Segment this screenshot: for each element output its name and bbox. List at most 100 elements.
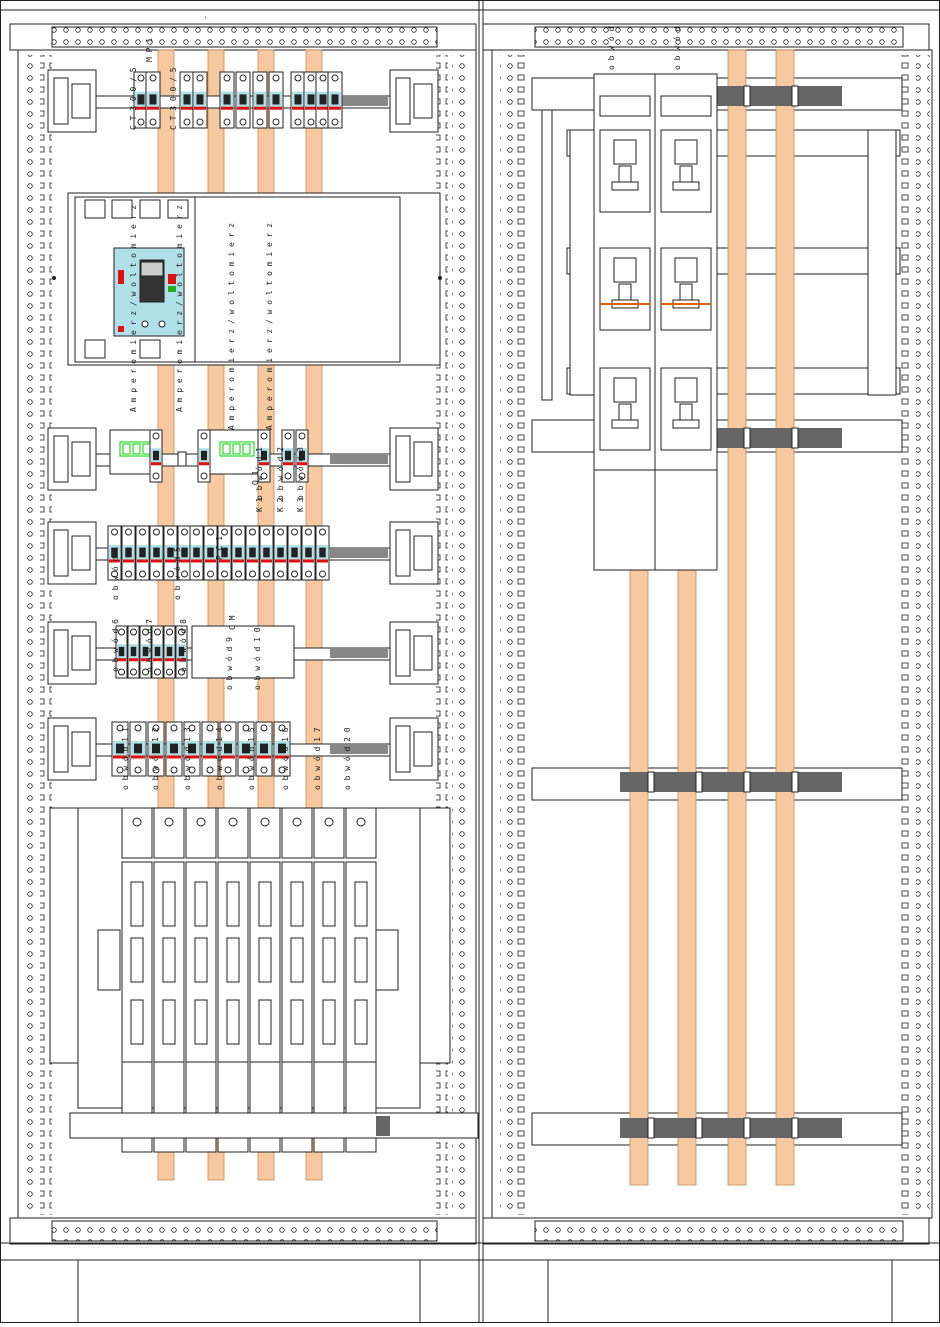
breaker-screw	[319, 74, 327, 82]
fuse-terminal-screw	[132, 817, 142, 827]
breaker-flag	[292, 106, 304, 110]
modular-breaker	[127, 625, 140, 679]
breaker-flag	[205, 559, 216, 563]
breaker-flag	[254, 106, 266, 110]
breaker-screw	[139, 570, 146, 578]
fuse-link-window	[290, 999, 304, 1045]
breaker-toggle	[305, 547, 312, 558]
clamp-slot	[647, 771, 655, 793]
right-fuse-disconnectors[interactable]	[593, 73, 718, 571]
modular-breaker	[287, 525, 302, 581]
breaker-flag	[131, 755, 145, 759]
fuse-element	[674, 139, 698, 165]
fuse-disconnector-base	[593, 469, 657, 571]
vertical-label: K 3	[296, 497, 305, 512]
breaker-screw	[249, 570, 256, 578]
breaker-screw	[130, 628, 137, 636]
breaker-toggle	[263, 547, 270, 558]
left-cubicle	[9, 23, 479, 1245]
breaker-flag	[283, 462, 293, 466]
fuse-top-terminal	[313, 807, 345, 859]
breaker-flag	[117, 658, 126, 662]
breaker-flag	[297, 462, 307, 466]
vertical-label: o b w ó d 6	[110, 619, 120, 672]
breaker-screw	[298, 472, 306, 480]
fuse-element	[613, 257, 637, 283]
rail-clamp-jaw	[395, 77, 411, 125]
breaker-screw	[206, 724, 214, 732]
breaker-screw	[256, 74, 264, 82]
rail-clamp-jaw	[53, 629, 69, 677]
breaker-screw	[181, 570, 188, 578]
din-row	[47, 717, 439, 781]
rail-clamp-jaw	[395, 725, 411, 773]
breaker-screw	[154, 628, 161, 636]
breaker-screw	[111, 528, 118, 536]
breaker-screw	[200, 432, 208, 440]
vertical-label: C M	[228, 615, 237, 630]
fuse-terminal-screw	[324, 817, 334, 827]
fuse-element-stem	[618, 283, 632, 301]
breaker-screw	[278, 766, 286, 774]
main-breaker[interactable]	[52, 192, 442, 366]
fuse-terminal-screw	[164, 817, 174, 827]
breaker-flag	[221, 755, 235, 759]
breaker-screw	[166, 628, 173, 636]
din-rail-shade	[330, 648, 388, 658]
breaker-toggle	[319, 94, 327, 105]
breaker-flag	[191, 559, 202, 563]
breaker-screw	[125, 570, 132, 578]
fuse-link-window	[354, 937, 368, 983]
fuse-element	[613, 139, 637, 165]
clamp-slot	[743, 427, 751, 449]
clamp-slot	[695, 1117, 703, 1139]
breaker-screw	[284, 432, 292, 440]
fuse-link-window	[226, 937, 240, 983]
breaker-toggle	[256, 94, 264, 105]
fuse-link-window	[322, 881, 336, 927]
breaker-screw	[305, 528, 312, 536]
modular-breaker	[163, 525, 178, 581]
breaker-toggle	[154, 646, 161, 657]
fuse-side	[375, 929, 399, 991]
modular-breaker	[235, 71, 251, 129]
modular-breaker	[219, 71, 235, 129]
fuse-link-window	[194, 881, 208, 927]
fuse-link-window	[226, 881, 240, 927]
fuse-top-terminal	[121, 807, 153, 859]
modular-breaker	[231, 525, 246, 581]
vertical-label: o b w ó d 4	[110, 547, 120, 600]
rail-clamp-jaw	[395, 629, 411, 677]
breaker-flag	[317, 106, 329, 110]
breaker-toggle	[206, 743, 214, 754]
breaker-screw	[224, 724, 232, 732]
breaker-toggle	[207, 547, 214, 558]
breaker-screw	[224, 766, 232, 774]
clamp-slot	[647, 1117, 655, 1139]
clamp-slot	[791, 427, 799, 449]
breaker-screw	[167, 528, 174, 536]
fuse-link-window	[162, 937, 176, 983]
breaker-screw	[137, 118, 145, 126]
breaker-screw	[298, 432, 306, 440]
breaker-toggle	[224, 743, 232, 754]
breaker-screw	[263, 528, 270, 536]
breaker-screw	[181, 528, 188, 536]
vertical-label: C T 3 0 0 / 5	[129, 67, 138, 130]
fuse-top-terminal	[345, 807, 377, 859]
breaker-toggle	[235, 547, 242, 558]
fuse-top-terminal	[249, 807, 281, 859]
breaker-screw	[221, 570, 228, 578]
breaker-screw	[206, 766, 214, 774]
breaker-screw	[239, 118, 247, 126]
breaker-toggle	[130, 646, 137, 657]
breaker-toggle	[294, 94, 302, 105]
fuse-terminal-screw	[356, 817, 366, 827]
breaker-toggle	[307, 94, 315, 105]
breaker-screw	[200, 472, 208, 480]
modular-breaker	[129, 721, 147, 777]
fuse-link-window	[354, 999, 368, 1045]
breaker-toggle	[188, 743, 196, 754]
breaker-toggle	[291, 547, 298, 558]
